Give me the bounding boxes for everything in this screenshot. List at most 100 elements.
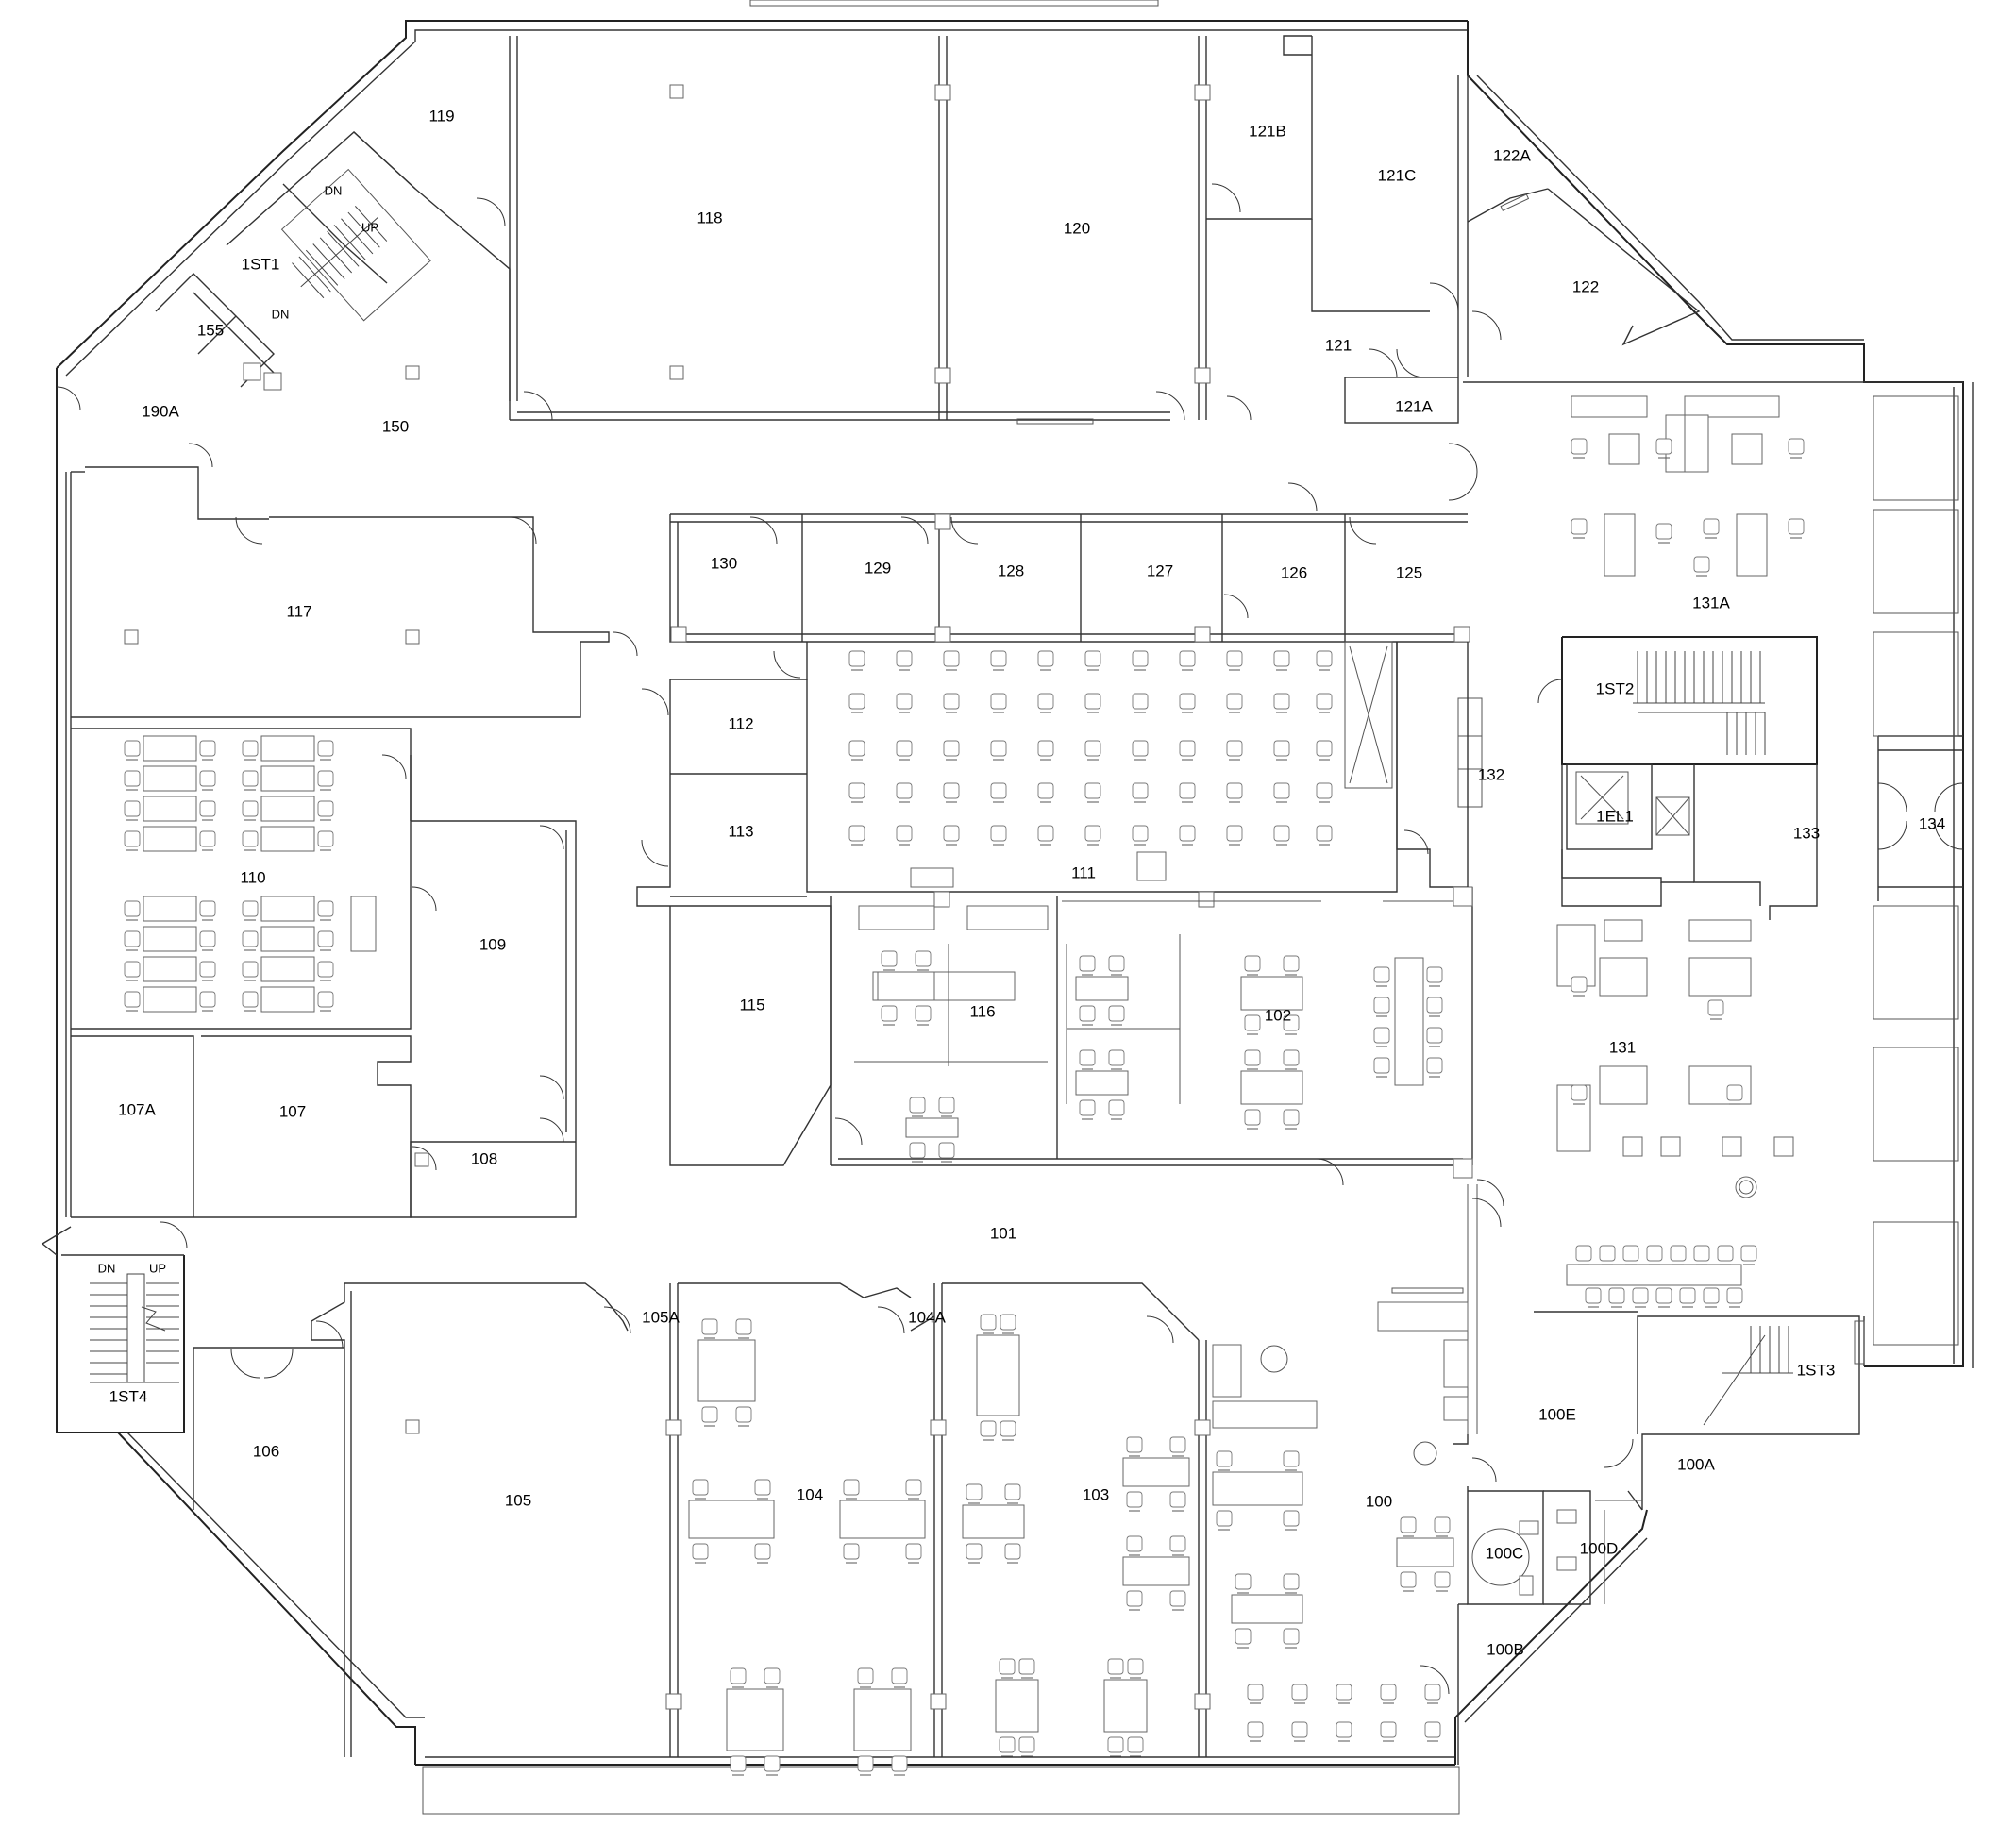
chair-seat xyxy=(1244,1109,1261,1126)
chair xyxy=(1291,1721,1308,1742)
chair xyxy=(1179,740,1196,761)
chair xyxy=(891,1667,908,1688)
chair xyxy=(1126,1535,1143,1556)
chair-seat xyxy=(1726,1084,1743,1101)
chair-seat xyxy=(1084,782,1101,799)
stair-1st1 xyxy=(56,131,431,468)
chair xyxy=(915,950,932,971)
chair xyxy=(1037,825,1054,846)
chair-seat xyxy=(317,830,334,847)
chair xyxy=(1373,966,1390,987)
chair xyxy=(1283,1014,1300,1035)
chair xyxy=(1726,1084,1743,1105)
chair-seat xyxy=(1127,1736,1144,1753)
room-label-121: 121 xyxy=(1325,336,1352,354)
room-label-111: 111 xyxy=(1071,863,1096,881)
chair-seat xyxy=(881,1005,898,1022)
chair-seat xyxy=(1235,1573,1252,1590)
chair-seat xyxy=(999,1736,1016,1753)
chair-seat xyxy=(1226,693,1243,710)
chair-seat xyxy=(943,650,960,667)
west-rooms xyxy=(71,466,638,718)
chair xyxy=(701,1318,718,1339)
chair-seat xyxy=(1004,1483,1021,1500)
chair-seat xyxy=(242,961,259,978)
chair xyxy=(701,1406,718,1427)
chair-seat xyxy=(199,800,216,817)
chair-seat xyxy=(1084,693,1101,710)
desk xyxy=(143,796,197,822)
room-label-100: 100 xyxy=(1366,1492,1392,1510)
table xyxy=(905,1117,959,1138)
room-label-1ST4: 1ST4 xyxy=(109,1387,148,1405)
chair xyxy=(905,1543,922,1564)
chair-seat xyxy=(990,782,1007,799)
chair xyxy=(1273,782,1290,803)
chair xyxy=(1380,1684,1397,1704)
chair xyxy=(1108,955,1125,976)
lecture-chairs xyxy=(848,650,1333,846)
room-label-115: 115 xyxy=(739,996,764,1014)
room-label-121C: 121C xyxy=(1378,166,1417,184)
room-label-133: 133 xyxy=(1793,824,1820,842)
chair xyxy=(1632,1287,1649,1308)
chair-seat xyxy=(1108,955,1125,972)
chair-seat xyxy=(905,1543,922,1560)
chair-seat xyxy=(124,800,141,817)
chair xyxy=(199,991,216,1012)
chair-seat xyxy=(1132,693,1149,710)
chair xyxy=(1018,1658,1035,1679)
chair xyxy=(317,900,334,921)
chair-seat xyxy=(891,1755,908,1772)
chair-seat xyxy=(1169,1590,1186,1607)
table xyxy=(839,1500,926,1539)
rooms-100 xyxy=(1212,1287,1865,1765)
chair xyxy=(1235,1573,1252,1594)
chair xyxy=(1273,693,1290,713)
long-table xyxy=(1394,957,1424,1086)
chair xyxy=(199,830,216,851)
chair xyxy=(124,740,141,761)
chair-seat xyxy=(1079,955,1096,972)
chair xyxy=(1426,1057,1443,1078)
chair-seat xyxy=(1107,1736,1124,1753)
chair-seat xyxy=(1000,1420,1016,1437)
chair-seat xyxy=(848,693,865,710)
chair xyxy=(754,1543,771,1564)
chair xyxy=(1169,1491,1186,1512)
chair-seat xyxy=(896,740,913,757)
chair-seat xyxy=(1707,999,1724,1016)
room-labels: 119 118 120 121B 121C 122A 122 121 121A … xyxy=(98,107,1946,1658)
chair-seat xyxy=(199,930,216,947)
room-label-126: 126 xyxy=(1281,563,1307,581)
chair-seat xyxy=(943,693,960,710)
room-label-128: 128 xyxy=(998,561,1024,579)
chair xyxy=(1244,1109,1261,1130)
chair xyxy=(317,961,334,981)
chair xyxy=(1132,782,1149,803)
chair xyxy=(1740,1245,1757,1265)
chair xyxy=(1126,1436,1143,1457)
chair-seat xyxy=(1126,1491,1143,1508)
chair xyxy=(1084,782,1101,803)
chair-seat xyxy=(1571,976,1588,993)
chair xyxy=(199,800,216,821)
room-label-106: 106 xyxy=(253,1442,279,1460)
chair-seat xyxy=(317,900,334,917)
chair-seat xyxy=(199,830,216,847)
chair xyxy=(1000,1314,1016,1334)
room-label-104: 104 xyxy=(797,1485,823,1503)
room-label-117: 117 xyxy=(286,602,311,620)
chair-seat xyxy=(1179,740,1196,757)
chair-seat xyxy=(242,770,259,787)
chair-seat xyxy=(1740,1245,1757,1262)
chair xyxy=(1380,1721,1397,1742)
chair xyxy=(1316,740,1333,761)
desk xyxy=(260,826,315,852)
desk xyxy=(260,765,315,792)
teacher-desk xyxy=(350,896,377,952)
chair xyxy=(980,1314,997,1334)
chair-seat xyxy=(199,740,216,757)
chair xyxy=(764,1667,781,1688)
room-label-1EL1: 1EL1 xyxy=(1596,807,1634,825)
